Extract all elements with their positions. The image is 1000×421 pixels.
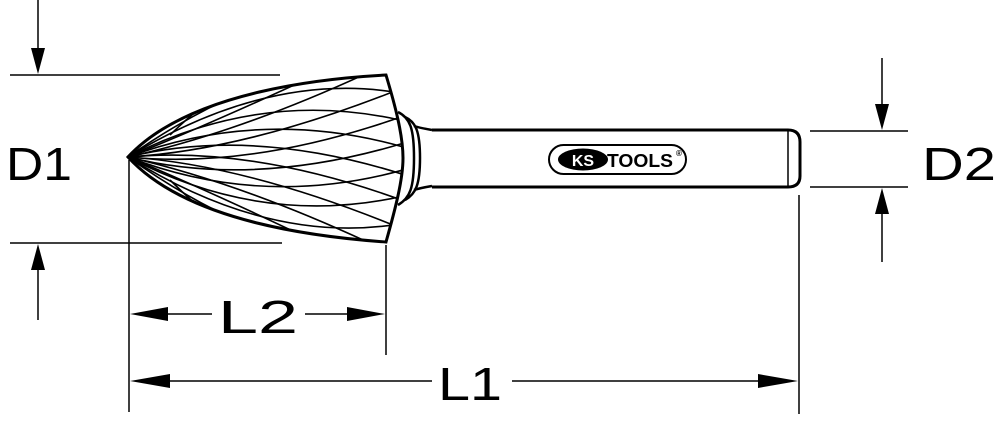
logo-tools-text: TOOLS (607, 151, 673, 171)
d2-arrow-up (875, 188, 889, 214)
l2-arrow-left (130, 307, 168, 321)
logo-badge (558, 148, 608, 171)
l1-arrow-left (130, 374, 170, 388)
d1-arrow-up (31, 244, 45, 270)
l2-dimension (128, 160, 387, 412)
logo-registered-mark: ® (676, 149, 682, 158)
flute-pattern (128, 75, 403, 242)
l1-arrow-right (758, 374, 798, 388)
d2-label: D2 (922, 138, 996, 190)
brand-logo: KS TOOLS ® (548, 144, 687, 175)
burr-head (125, 73, 405, 244)
d1-label: D1 (6, 138, 72, 190)
l1-label: L1 (438, 358, 502, 410)
head-outline (125, 73, 405, 244)
d1-dimension (10, 0, 282, 320)
d2-dimension (810, 58, 908, 262)
l2-label: L2 (218, 291, 298, 343)
logo-ks-text: KS (572, 153, 595, 170)
l1-dimension (130, 195, 800, 414)
burr-neck (397, 110, 433, 207)
d1-arrow-down (31, 48, 45, 74)
d2-arrow-down (875, 104, 889, 130)
l2-arrow-right (347, 307, 385, 321)
